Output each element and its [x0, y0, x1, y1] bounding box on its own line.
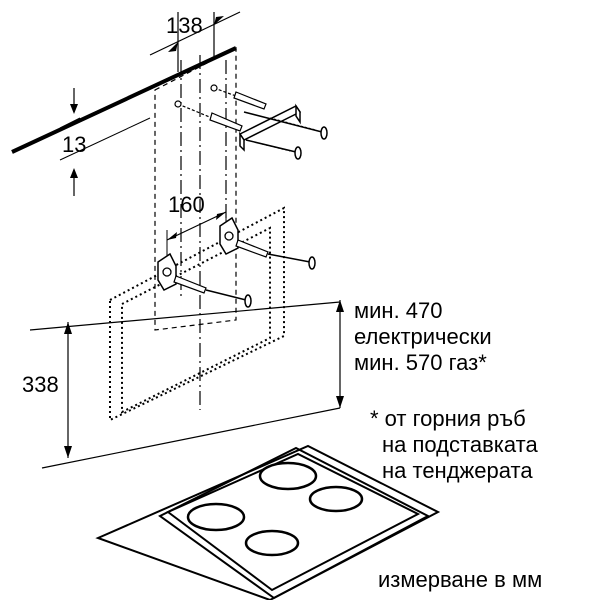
lower-anchor-right [235, 239, 316, 270]
burner-right [308, 485, 364, 513]
upper-screw-2 [245, 139, 302, 160]
dim-338-label: 338 [22, 372, 59, 397]
mounting-rail [238, 103, 302, 152]
lower-anchor-left [173, 275, 252, 308]
footnote: * от горния ръб на подставката на тендже… [370, 406, 538, 484]
upper-template-outline [154, 47, 237, 331]
dim-138-arrow-right [214, 16, 224, 25]
clearance-line-1: мин. 470 [354, 298, 443, 323]
dim-138-line [149, 11, 241, 56]
wall-line-upper [29, 301, 341, 331]
dim-338-arrow-bottom [64, 446, 72, 458]
bracket-right [219, 216, 239, 255]
hood-inner-outline [121, 226, 271, 414]
wall-line-lower [41, 407, 341, 469]
clearance-line-3: мин. 570 газ* [354, 350, 487, 375]
units-note: измерване в мм [378, 567, 543, 592]
dim-13-ext-bottom [59, 117, 151, 161]
dim-160-label: 160 [168, 192, 205, 217]
clearance-line-2: електрически [354, 324, 492, 349]
dim-160-line [166, 211, 227, 241]
dim-13-label: 13 [62, 132, 86, 157]
dim-160-arrow-right [216, 212, 226, 220]
dim-13-arrow-bottom [70, 168, 78, 178]
clearance-arrow-top [336, 300, 344, 312]
dim-138-arrow-left [168, 42, 178, 52]
dim-160-arrow-left [167, 232, 177, 240]
dim-13-ext-top [59, 117, 81, 129]
dim-138-label: 138 [166, 13, 203, 38]
clearance-arrow-bottom [336, 396, 344, 408]
hood-outline [109, 206, 285, 422]
footnote-line-1: * от горния ръб [370, 406, 526, 431]
dim-13-arrow-top [70, 104, 78, 114]
burner-front [244, 529, 300, 557]
cooktop [95, 444, 441, 600]
burner-back [258, 461, 318, 491]
bracket-left [157, 252, 177, 291]
upper-anchor-1 [174, 100, 243, 132]
burner-left [186, 502, 246, 532]
dim-338-arrow-top [64, 322, 72, 334]
clearance-note: мин. 470 електрически мин. 570 газ* [354, 298, 492, 376]
footnote-line-2: на подставката [382, 432, 538, 457]
upper-screw-1 [243, 111, 328, 140]
upper-anchor-2 [210, 84, 267, 110]
footnote-line-3: на тенджерата [382, 458, 533, 483]
ceiling-edge [11, 46, 237, 154]
